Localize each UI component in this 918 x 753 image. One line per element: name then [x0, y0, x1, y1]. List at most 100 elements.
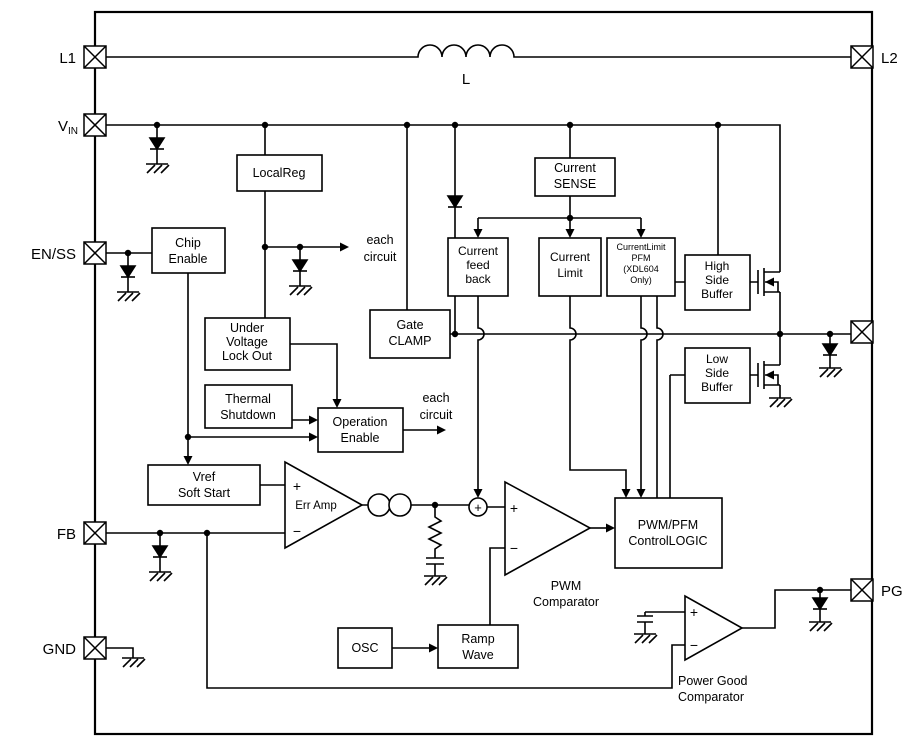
- block-label: Buffer: [701, 380, 733, 394]
- wire-pg-plus-cap: [637, 611, 685, 634]
- ground-icon: [121, 657, 146, 668]
- pin-pg-icon: [850, 578, 874, 602]
- wire-gnd-pin: [106, 647, 134, 658]
- block-thermal-shutdown: Thermal Shutdown: [204, 384, 293, 429]
- block-label: Chip: [175, 236, 201, 250]
- plus-sign: +: [690, 604, 698, 620]
- block-label: ControlLOGIC: [628, 534, 707, 548]
- block-label: PWM/PFM: [638, 518, 698, 532]
- pin-fb-icon: [83, 521, 107, 545]
- plus-sign: +: [510, 500, 518, 516]
- block-label: LocalReg: [253, 166, 306, 180]
- ground-icon: [818, 367, 843, 378]
- block-current-feedback: Current feed back: [447, 237, 509, 297]
- diode-enss-icon: [120, 265, 136, 278]
- minus-sign: −: [293, 523, 301, 539]
- block-operation-enable: Operation Enable: [317, 407, 404, 453]
- ground-icon: [116, 291, 141, 302]
- minus-sign: −: [690, 637, 698, 653]
- summing-junction-icon: +: [468, 497, 488, 517]
- ground-icon: [768, 397, 793, 408]
- block-current-sense: Current SENSE: [534, 157, 616, 197]
- wire-current-sense: [477, 125, 642, 229]
- plus-sign: +: [293, 478, 301, 494]
- pin-label-vin: VIN: [58, 118, 78, 137]
- pin-label-gnd: GND: [43, 641, 77, 658]
- ground-icon: [145, 163, 170, 174]
- block-low-side-buffer: Low Side Buffer: [684, 347, 751, 404]
- block-label: Low: [706, 352, 728, 366]
- each-circuit-text: each: [422, 391, 449, 405]
- inductor-label: L: [462, 71, 470, 88]
- pin-gnd-icon: [83, 636, 107, 660]
- pin-label-l1: L1: [59, 50, 76, 67]
- wire-fb-loop: [206, 533, 685, 689]
- block-label: Soft Start: [178, 486, 231, 500]
- block-label: Ramp: [461, 632, 494, 646]
- block-label: Side: [705, 366, 729, 380]
- pin-label-fb: FB: [57, 526, 76, 543]
- pg-comparator-label: Comparator: [678, 690, 744, 704]
- block-label: Shutdown: [220, 408, 276, 422]
- pin-l1-icon: [83, 45, 107, 69]
- block-label: back: [465, 272, 491, 286]
- pin-vin-icon: [83, 113, 107, 137]
- pin-enss-icon: [83, 241, 107, 265]
- power-good-comparator: + − Power Good Comparator: [678, 594, 748, 704]
- block-gate-clamp: Gate CLAMP: [369, 309, 451, 359]
- pwm-comparator: + − PWM Comparator: [504, 480, 599, 609]
- block-current-limit: Current Limit: [538, 237, 602, 297]
- block-label: CurrentLimit: [616, 242, 666, 252]
- block-current-limit-pfm: CurrentLimit PFM (XDL604 Only): [606, 237, 676, 297]
- block-label: PFM: [632, 253, 651, 263]
- wire-lsb-drive: [669, 374, 685, 498]
- block-label: (XDL604: [623, 264, 659, 274]
- block-vref-soft-start: Vref Soft Start: [147, 464, 261, 506]
- block-label: Current: [550, 250, 591, 264]
- block-osc: OSC: [337, 627, 393, 669]
- block-label: Only): [630, 275, 652, 285]
- diode-vin-lx-icon: [447, 195, 463, 208]
- wire-ramp-to-pwm: [489, 547, 505, 625]
- err-amp: + − Err Amp: [284, 460, 364, 550]
- annotations: each circuit each circuit: [364, 233, 453, 422]
- block-label: Current: [458, 244, 499, 258]
- plus-sign: +: [474, 500, 482, 515]
- block-pwm-pfm-logic: PWM/PFM ControlLOGIC: [614, 497, 723, 569]
- block-label: Lock Out: [222, 349, 273, 363]
- wire-current-feedback-down: [477, 296, 485, 490]
- block-label: Gate: [396, 318, 423, 332]
- block-label: Under: [230, 321, 264, 335]
- block-label: Buffer: [701, 287, 733, 301]
- block-label: Side: [705, 273, 729, 287]
- pin-l2-icon: [850, 45, 874, 69]
- ic-boundary: [93, 10, 874, 736]
- pwm-comparator-label: Comparator: [533, 595, 599, 609]
- block-label: Vref: [193, 470, 216, 484]
- block-uvlo: Under Voltage Lock Out: [204, 317, 291, 371]
- block-label: Enable: [341, 431, 380, 445]
- wire-pg-out: [742, 589, 851, 629]
- wire-vin-rail: [106, 124, 781, 272]
- wire-climit-pfm-down: [640, 296, 648, 489]
- ground-icon: [148, 571, 173, 582]
- diode-fb-icon: [152, 545, 168, 558]
- amplifiers: + − Err Amp + + − PWM Comparator + − Pow…: [284, 460, 748, 704]
- pwm-comparator-label: PWM: [551, 579, 582, 593]
- block-label: feed: [466, 258, 489, 272]
- block-label: Current: [554, 161, 596, 175]
- diode-vin-icon: [149, 137, 165, 150]
- err-amp-label: Err Amp: [295, 500, 337, 512]
- block-label: Thermal: [225, 392, 271, 406]
- current-source-icon: [367, 493, 412, 517]
- block-label: Voltage: [226, 335, 268, 349]
- pin-labels: L1 VIN EN/SS FB GND L2 PG L: [31, 50, 903, 658]
- wire-chip-enable-out: [187, 273, 309, 460]
- ground-icon: [288, 285, 313, 296]
- block-local-reg: LocalReg: [236, 154, 323, 192]
- block-chip-enable: Chip Enable: [151, 227, 226, 274]
- each-circuit-text: each: [366, 233, 393, 247]
- wire-current-limit-down: [569, 296, 627, 489]
